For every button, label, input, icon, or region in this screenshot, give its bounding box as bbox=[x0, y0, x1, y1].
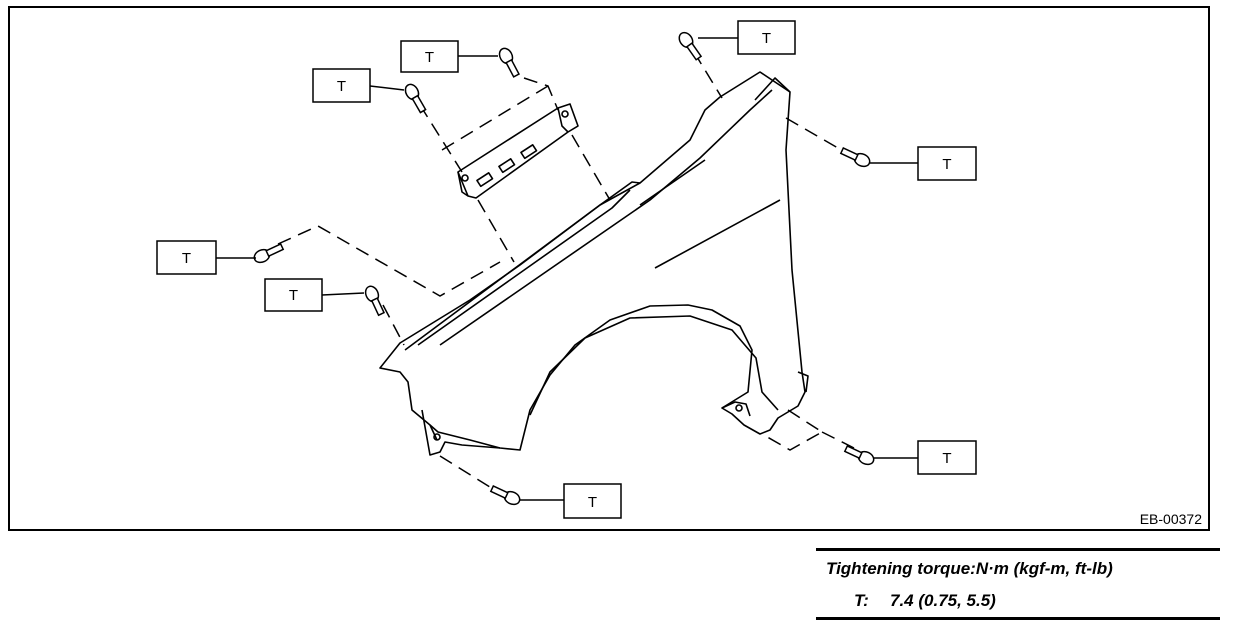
fender-installation-diagram: T T T T T T T T EB-00372 bbox=[8, 6, 1210, 531]
svg-text:T: T bbox=[289, 287, 298, 304]
svg-text:T: T bbox=[762, 30, 771, 47]
bolt-icon bbox=[253, 31, 875, 506]
callout-box-top-right: T bbox=[737, 20, 796, 55]
diagram-frame bbox=[8, 6, 1210, 531]
svg-text:T: T bbox=[942, 156, 951, 173]
callout-box-bottom-right: T bbox=[917, 440, 977, 475]
svg-text:T: T bbox=[337, 78, 346, 95]
callout-box-left-lower: T bbox=[264, 278, 323, 312]
torque-callouts: T T T T T T T T bbox=[156, 20, 977, 519]
torque-key: T: bbox=[854, 591, 869, 610]
front-fender-panel bbox=[379, 71, 809, 456]
fender-bracket bbox=[457, 103, 579, 199]
installation-leader-lines bbox=[277, 51, 855, 493]
figure-id: EB-00372 bbox=[1140, 511, 1202, 527]
svg-text:T: T bbox=[942, 450, 951, 467]
svg-text:T: T bbox=[425, 49, 434, 66]
svg-text:T: T bbox=[588, 494, 597, 511]
callout-box-bottom: T bbox=[563, 483, 622, 519]
callout-box-bracket-left: T bbox=[312, 68, 371, 103]
callout-box-left: T bbox=[156, 240, 217, 275]
callout-box-right: T bbox=[917, 146, 977, 181]
torque-value: 7.4 (0.75, 5.5) bbox=[890, 591, 996, 610]
svg-text:T: T bbox=[182, 250, 191, 267]
callout-connectors bbox=[216, 37, 918, 501]
torque-heading: Tightening torque:N·m (kgf-m, ft-lb) bbox=[826, 559, 1113, 578]
torque-value-row: T: 7.4 (0.75, 5.5) bbox=[854, 591, 996, 611]
callout-box-bracket-right: T bbox=[400, 40, 459, 73]
torque-specification-table: Tightening torque:N·m (kgf-m, ft-lb) T: 7… bbox=[816, 548, 1220, 620]
